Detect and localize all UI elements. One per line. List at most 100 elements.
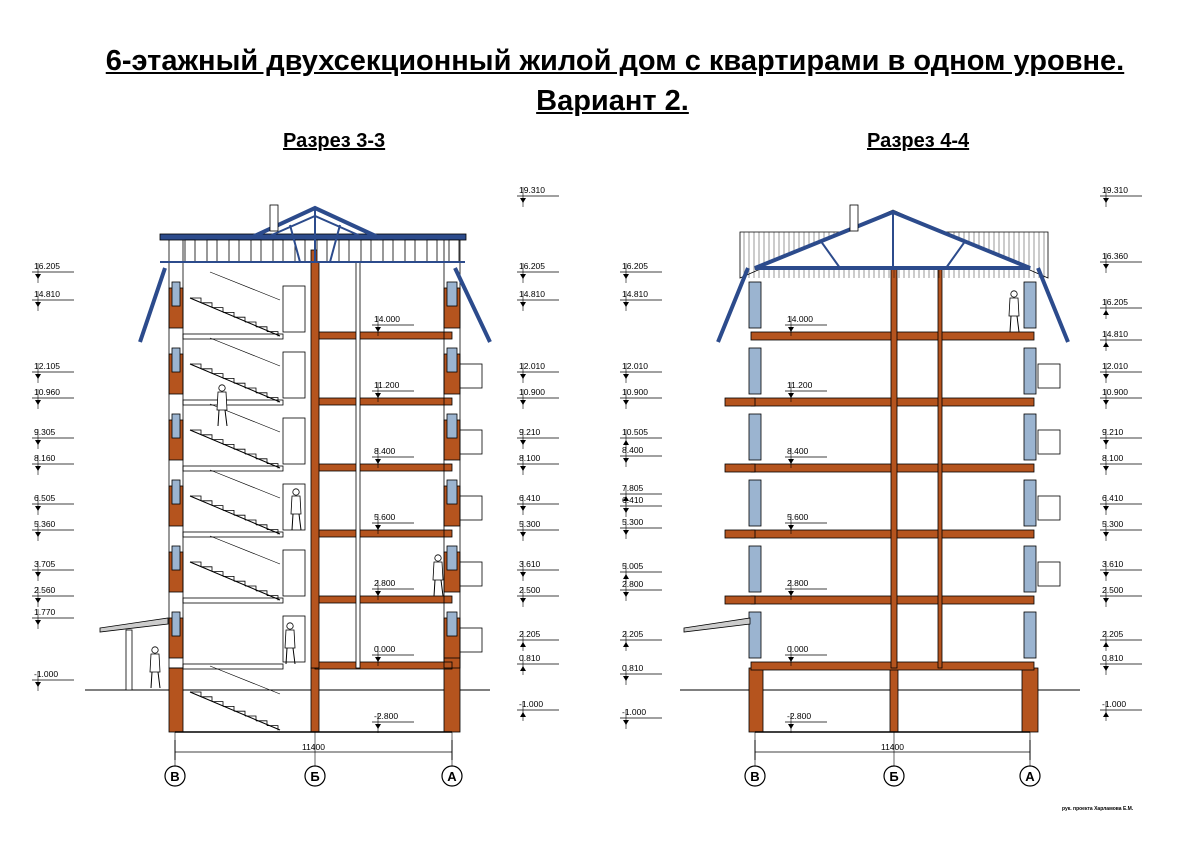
- balcony-left: [724, 529, 756, 539]
- stair-step: [245, 321, 257, 327]
- partition: [355, 261, 361, 669]
- level-left-right-8.100: 8.100: [519, 453, 541, 463]
- stair-step: [256, 590, 268, 596]
- stair-step: [234, 448, 246, 454]
- level-right-outer-8.400: 8.400: [622, 445, 644, 455]
- person-attic: [1008, 290, 1020, 333]
- stair-step: [223, 510, 235, 516]
- landing-slab: [182, 531, 284, 538]
- level-right-right--1.000: -1.000: [1102, 699, 1126, 709]
- level-left-right-2.500: 2.500: [519, 585, 541, 595]
- attic-vent: [184, 239, 196, 263]
- level-left-inner-8.400: 8.400: [374, 446, 396, 456]
- level-right-right-2.205: 2.205: [1102, 629, 1124, 639]
- level-left-inner-2.800: 2.800: [374, 578, 396, 588]
- person-apartment-head: [434, 554, 442, 562]
- person-stairs-2-legs: [291, 513, 302, 531]
- level-right-right-10.900: 10.900: [1102, 387, 1128, 397]
- window-v: [748, 413, 762, 461]
- floor-slab: [314, 529, 453, 538]
- stair-rail: [209, 337, 281, 367]
- canopy-post: [125, 629, 133, 691]
- window-a: [446, 281, 458, 307]
- axis-В: В: [750, 769, 759, 784]
- level-left-outer--1.000: -1.000: [34, 669, 58, 679]
- level-right-right-12.010: 12.010: [1102, 361, 1128, 371]
- stair-step: [190, 561, 202, 567]
- axis-Б-circle: [304, 765, 326, 787]
- person-stairs-legs: [217, 409, 228, 427]
- landing-slab: [182, 465, 284, 472]
- wall-b: [890, 261, 898, 669]
- stair-step: [267, 463, 279, 469]
- stair-step: [190, 691, 202, 697]
- level-left-right-16.205: 16.205: [519, 261, 545, 271]
- window-a: [1023, 281, 1037, 329]
- person-ground-floor: [284, 622, 296, 665]
- window-a: [1023, 413, 1037, 461]
- balcony-right: [1037, 561, 1061, 587]
- stair-step: [234, 316, 246, 322]
- stair-step: [234, 514, 246, 520]
- level-right-right-8.100: 8.100: [1102, 453, 1124, 463]
- level-left-inner-11.200: 11.200: [374, 380, 400, 390]
- axis-А-circle: [1019, 765, 1041, 787]
- level-left-outer-3.705: 3.705: [34, 559, 56, 569]
- level-left-outer-16.205: 16.205: [34, 261, 60, 271]
- window-v: [748, 545, 762, 593]
- floor-slab: [314, 661, 453, 670]
- stair-step: [201, 302, 213, 308]
- level-left-right-2.205: 2.205: [519, 629, 541, 639]
- person-attic-body: [1008, 297, 1020, 317]
- person-stairs-2: [290, 488, 302, 531]
- window-v: [748, 611, 762, 659]
- axis-А: А: [447, 769, 457, 784]
- balcony-right: [1037, 363, 1061, 389]
- attic-vent: [360, 239, 372, 263]
- axis-В: В: [170, 769, 179, 784]
- level-right-outer-7.805: 7.805: [622, 483, 644, 493]
- stair-step: [190, 363, 202, 369]
- balcony: [459, 429, 483, 455]
- balcony-left: [724, 397, 756, 407]
- window-v: [171, 347, 181, 373]
- stair-step: [267, 397, 279, 403]
- level-left-right--1.000: -1.000: [519, 699, 543, 709]
- stair-rail: [209, 535, 281, 565]
- door: [282, 417, 306, 465]
- level-right-right-14.810: 14.810: [1102, 329, 1128, 339]
- stair-step: [256, 524, 268, 530]
- person-attic-legs: [1009, 315, 1020, 333]
- stair-step: [256, 458, 268, 464]
- entrance-canopy: [683, 617, 751, 633]
- stair-step: [212, 439, 224, 445]
- level-left-inner-0.000: 0.000: [374, 644, 396, 654]
- stair-step: [201, 696, 213, 702]
- floor-slab: [314, 595, 453, 604]
- level-left-inner--2.800: -2.800: [374, 711, 398, 721]
- person-apartment-body: [432, 561, 444, 581]
- stair-step: [212, 505, 224, 511]
- attic-vent: [404, 239, 416, 263]
- section-3-3-title: Разрез 3-3: [283, 130, 386, 152]
- level-right-inner--2.800: -2.800: [787, 711, 811, 721]
- person-attic-head: [1010, 290, 1018, 298]
- level-left-outer-2.560: 2.560: [34, 585, 56, 595]
- level-left-right-3.610: 3.610: [519, 559, 541, 569]
- level-right-outer-14.810: 14.810: [622, 289, 648, 299]
- window-a: [1023, 479, 1037, 527]
- stair-step: [190, 495, 202, 501]
- level-right-outer-10.505: 10.505: [622, 427, 648, 437]
- stair-step: [267, 331, 279, 337]
- level-right-outer-5.005: 5.005: [622, 561, 644, 571]
- landing-slab: [182, 663, 284, 670]
- floor-slab: [314, 463, 453, 472]
- level-left-outer-5.360: 5.360: [34, 519, 56, 529]
- stair-rail: [209, 665, 281, 695]
- attic-vent: [382, 239, 394, 263]
- balcony-right: [1037, 429, 1061, 455]
- level-right-right-5.300: 5.300: [1102, 519, 1124, 529]
- axis-Б: Б: [310, 769, 319, 784]
- balcony-left: [724, 595, 756, 605]
- level-right-outer--1.000: -1.000: [622, 707, 646, 717]
